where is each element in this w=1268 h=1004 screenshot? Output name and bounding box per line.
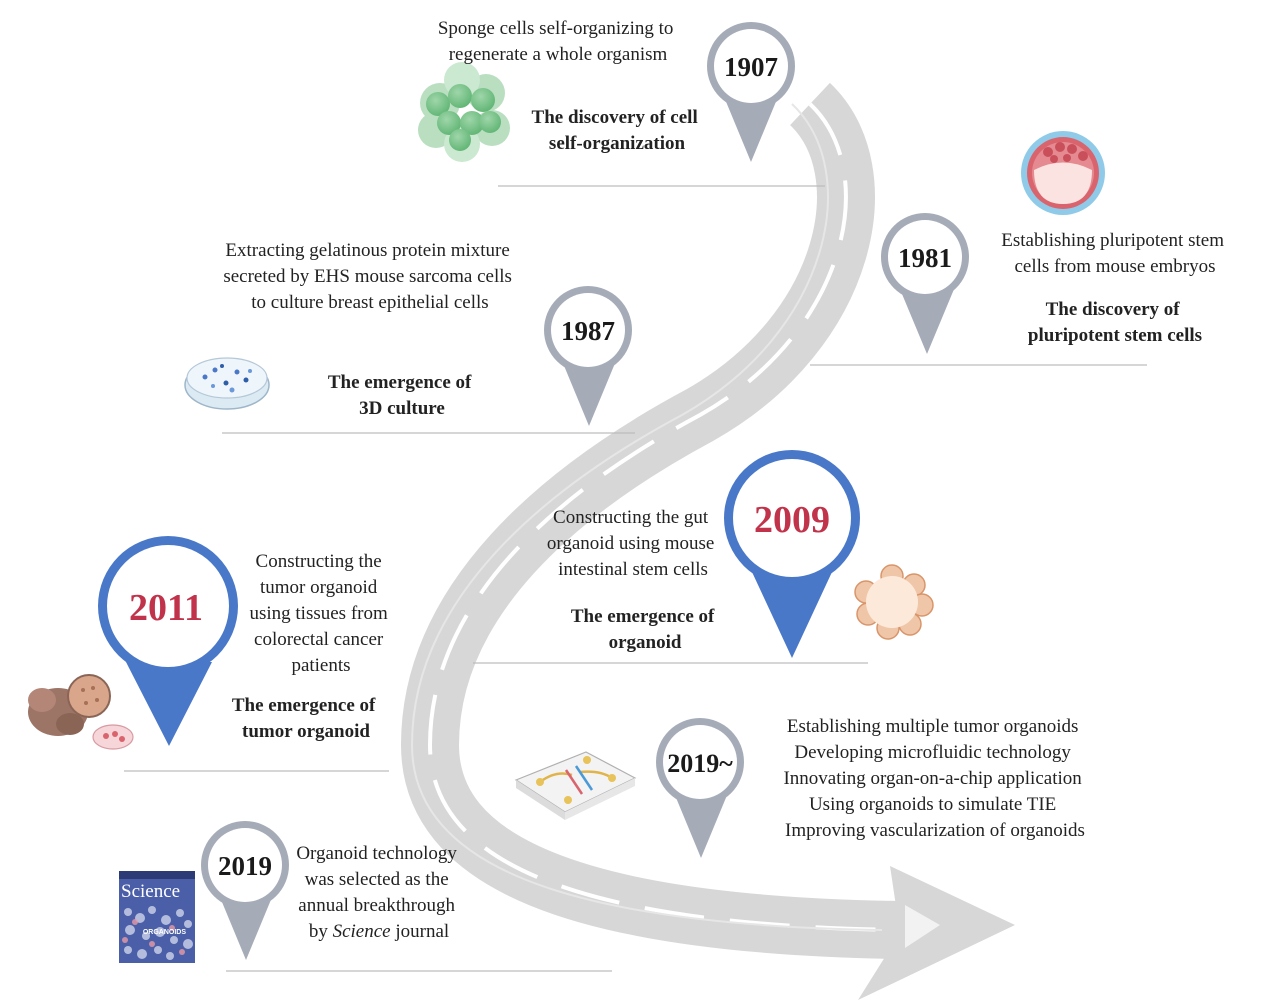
- pin-1981: 1981: [881, 213, 969, 354]
- journal-headline: ORGANOIDS: [143, 929, 187, 936]
- event-2009-description: Constructing the gut organoid using mous…: [547, 507, 719, 580]
- pin-2019-tilde: 2019~: [656, 718, 744, 858]
- event-2019-description: Organoid technology was selected as the …: [296, 843, 461, 942]
- road-arrowhead: [858, 866, 1015, 1000]
- pin-2019: 2019: [201, 821, 289, 960]
- gut-organoid-icon: [854, 564, 934, 640]
- pin-1907: 1907: [707, 22, 795, 162]
- dividers: [124, 185, 1147, 972]
- event-2009-text: Constructing the gut organoid using mous…: [547, 507, 719, 653]
- year-label-1907: 1907: [724, 52, 778, 82]
- event-1981-description: Establishing pluripotent stem cells from…: [1001, 230, 1228, 277]
- event-1987-description: Extracting gelatinous protein mixture se…: [223, 240, 516, 313]
- event-2011-text: Constructing the tumor organoid using ti…: [232, 551, 392, 742]
- science-journal-cover-icon: Science ORGANOIDS: [119, 871, 195, 963]
- petri-dish-icon: [184, 357, 270, 410]
- year-label-1981: 1981: [898, 243, 952, 273]
- year-label-2011: 2011: [129, 587, 203, 629]
- event-1981-text: Establishing pluripotent stem cells from…: [1001, 230, 1228, 346]
- event-2019-tilde-text: Establishing multiple tumor organoids De…: [783, 716, 1086, 841]
- timeline-road: [400, 82, 1015, 1000]
- pin-2011: 2011: [98, 536, 238, 746]
- event-1907-title: The discovery of cell self-organization: [532, 107, 703, 154]
- year-label-2019-tilde: 2019~: [667, 749, 733, 778]
- year-label-2009: 2009: [754, 499, 830, 541]
- year-label-2019: 2019: [218, 851, 272, 881]
- event-1981-title: The discovery of pluripotent stem cells: [1028, 299, 1202, 346]
- event-2011-title: The emergence of tumor organoid: [232, 695, 380, 742]
- event-1987-text: Extracting gelatinous protein mixture se…: [223, 240, 516, 419]
- embryo-blastocyst-icon: [1021, 131, 1105, 215]
- journal-masthead: Science: [121, 881, 180, 902]
- event-2019-tilde-description: Establishing multiple tumor organoids De…: [783, 716, 1086, 841]
- event-1907-description: Sponge cells self-organizing to regenera…: [438, 18, 678, 65]
- event-2011-description: Constructing the tumor organoid using ti…: [249, 551, 392, 676]
- microfluidic-chip-icon: [514, 751, 637, 820]
- science-journal-line: by Science journal: [309, 921, 449, 942]
- event-1987-title: The emergence of 3D culture: [328, 372, 476, 419]
- tumor-tissue-icon: [28, 674, 134, 750]
- pin-1987: 1987: [544, 286, 632, 426]
- event-2009-title: The emergence of organoid: [571, 606, 719, 653]
- event-1907-text: Sponge cells self-organizing to regenera…: [438, 18, 703, 154]
- pin-2009: 2009: [724, 450, 860, 658]
- year-label-1987: 1987: [561, 316, 615, 346]
- sponge-cell-cluster-icon: [418, 62, 510, 162]
- event-2019-text: Organoid technology was selected as the …: [296, 843, 461, 942]
